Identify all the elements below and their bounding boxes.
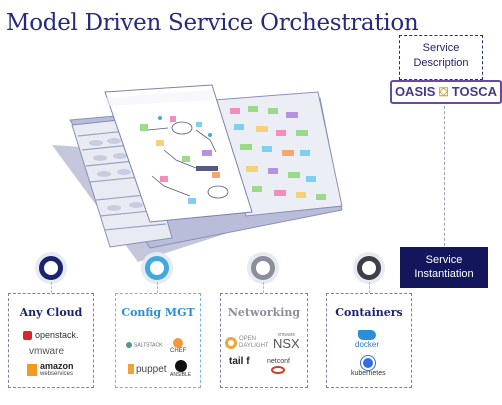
netconf-label: netconf [267, 358, 290, 365]
networking-ring-icon [251, 256, 275, 280]
opendaylight-sub-label: DAYLIGHT [239, 342, 269, 349]
tailf-label: tail f [229, 356, 250, 367]
tailf-icon: tail f [229, 356, 250, 367]
service-description-box: Service Description [399, 35, 483, 80]
containers-connector [369, 282, 370, 293]
docker-label: docker [355, 340, 380, 349]
config-mgt-ring-icon [145, 256, 169, 280]
description-to-instantiation-connector [444, 106, 445, 246]
ansible-icon: ANSIBLE [170, 360, 191, 378]
config-mgt-box: Config MGT SALTSTACK CHEF puppet ANSIBLE [115, 293, 201, 388]
oasis-tosca-logo: OASIS ⛋ TOSCA [390, 80, 502, 104]
config-mgt-connector [157, 282, 158, 293]
ansible-label: ANSIBLE [170, 372, 192, 378]
nsx-label: NSX [273, 336, 300, 351]
kubernetes-label: kubernetes [351, 370, 386, 377]
puppet-icon: puppet [128, 364, 167, 375]
workflow-sheet [104, 84, 253, 223]
chef-label: CHEF [170, 348, 187, 354]
openstack-icon: openstack. [23, 330, 79, 341]
amazon-label: amazon [40, 360, 74, 371]
saltstack-icon: SALTSTACK [126, 342, 162, 348]
openstack-label: openstack. [35, 330, 79, 340]
saltstack-label: SALTSTACK [134, 342, 163, 349]
docker-icon: docker [355, 330, 379, 349]
containers-ring-icon [357, 256, 381, 280]
containers-title: Containers [335, 306, 403, 319]
isometric-diagram-illustration [52, 84, 343, 262]
service-description-line1: Service [422, 42, 460, 54]
service-instantiation-line2: Instantiation [414, 268, 474, 280]
config-mgt-title: Config MGT [121, 306, 195, 319]
oasis-logo-left: OASIS [394, 84, 436, 99]
chef-icon: CHEF [170, 338, 186, 354]
opendaylight-label: OPEN [239, 335, 257, 342]
any-cloud-title: Any Cloud [19, 306, 83, 319]
service-instantiation-box: Service Instantiation [400, 247, 488, 288]
networking-connector [263, 282, 264, 293]
networking-title: Networking [227, 306, 301, 319]
any-cloud-connector [51, 282, 52, 293]
netconf-icon: netconf [267, 358, 290, 374]
puppet-label: puppet [136, 364, 167, 375]
any-cloud-ring-icon [39, 256, 63, 280]
service-description-line2: Description [413, 57, 469, 69]
oasis-logo-right: TOSCA [451, 84, 498, 99]
kubernetes-icon: kubernetes [351, 356, 386, 377]
service-instantiation-line1: Service [425, 254, 463, 266]
page-title: Model Driven Service Orchestration [6, 10, 419, 36]
nsx-sub-label: vmware [277, 332, 296, 338]
containers-box: Containers docker kubernetes [326, 293, 412, 388]
oasis-logo-mark: ⛋ [439, 85, 449, 99]
vmware-icon: vmware [29, 346, 64, 357]
vmware-label: vmware [29, 346, 65, 357]
amazon-sub-label: webservices [40, 370, 74, 377]
